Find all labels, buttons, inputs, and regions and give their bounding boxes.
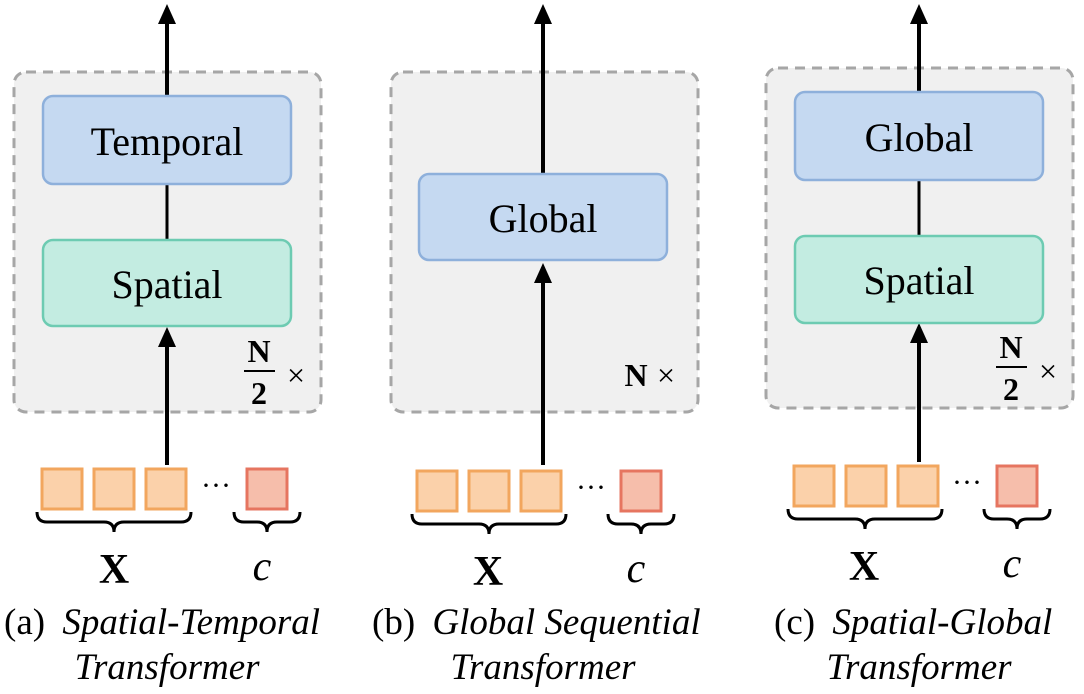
spatial-block-label: Spatial	[863, 258, 974, 303]
panel-a: Temporal Spatial N 2 × ··· X c (a) Spati…	[4, 4, 323, 688]
repeat-n: N	[624, 357, 647, 393]
global-block-label: Global	[865, 115, 974, 160]
caption-c-line2: Transformer	[826, 647, 1012, 688]
caption-c-line1: (c) Spatial-Global	[774, 602, 1052, 643]
panel-c: Global Spatial N 2 × ··· X c (c) Spatial…	[764, 4, 1075, 688]
global-block	[417, 172, 669, 262]
panel-c-input-arrowhead	[910, 323, 928, 343]
input-token	[519, 469, 563, 513]
x-brace	[35, 511, 193, 533]
input-token	[144, 467, 188, 511]
x-label: X	[99, 547, 129, 593]
input-token	[415, 469, 459, 513]
input-token	[896, 464, 940, 508]
x-brace	[786, 508, 944, 530]
panel-b: Global N × ··· X c (b) Global Sequential…	[372, 4, 701, 688]
x-label: X	[473, 549, 503, 595]
c-brace	[982, 508, 1052, 530]
repeat-denominator: 2	[1003, 371, 1019, 407]
repeat-times: ×	[657, 357, 675, 393]
caption-b-line2: Transformer	[450, 647, 636, 688]
token-ellipsis: ···	[576, 471, 606, 504]
input-token	[40, 467, 84, 511]
global-block	[793, 90, 1045, 182]
input-token	[467, 469, 511, 513]
spatial-block-label: Spatial	[111, 262, 222, 307]
global-block-label: Global	[489, 196, 598, 241]
panel-a-repeat-count: N 2 ×	[244, 333, 305, 411]
panel-b-input-arrowhead	[534, 263, 552, 283]
c-label: c	[627, 546, 646, 592]
c-label: c	[253, 544, 272, 590]
caption-a-line1: (a) Spatial-Temporal	[4, 602, 320, 643]
repeat-numerator: N	[247, 333, 270, 369]
temporal-block	[41, 94, 293, 186]
input-token	[92, 467, 136, 511]
token-ellipsis: ···	[201, 469, 231, 502]
panel-a-input-arrowhead	[158, 327, 176, 347]
panel-c-repeat-count: N 2 ×	[996, 329, 1057, 407]
repeat-denominator: 2	[251, 375, 267, 411]
panel-b-repeat-count: N ×	[624, 357, 675, 393]
c-brace	[606, 513, 676, 535]
spatial-block	[793, 234, 1045, 325]
input-token	[792, 464, 836, 508]
condition-token	[995, 464, 1039, 508]
condition-token	[619, 469, 663, 513]
x-label: X	[849, 544, 879, 590]
spatial-block	[41, 238, 293, 328]
panel-b-output-arrowhead	[534, 4, 552, 24]
input-token	[844, 464, 888, 508]
panel-c-output-arrowhead	[910, 4, 928, 24]
temporal-block-label: Temporal	[91, 119, 244, 164]
caption-b-line1: (b) Global Sequential	[372, 602, 701, 643]
repeat-numerator: N	[999, 329, 1022, 365]
c-label: c	[1003, 541, 1022, 587]
panel-a-output-arrowhead	[158, 4, 176, 24]
caption-a-line2: Transformer	[74, 647, 260, 688]
repeat-times: ×	[287, 357, 305, 393]
condition-token	[245, 467, 289, 511]
c-brace	[232, 511, 302, 533]
repeat-times: ×	[1039, 353, 1057, 389]
token-ellipsis: ···	[952, 466, 982, 499]
x-brace	[410, 513, 568, 535]
